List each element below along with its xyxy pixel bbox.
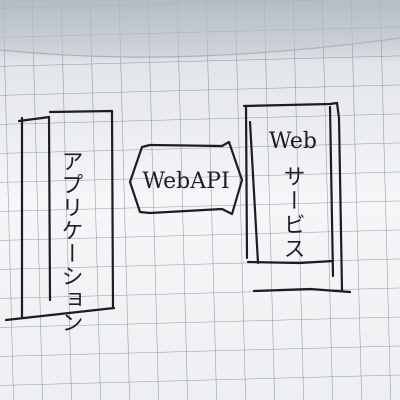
application-box-right-edge <box>48 109 115 310</box>
application-box: アプリケーション <box>4 109 116 334</box>
web-service-box-inner-left-edge <box>248 120 260 265</box>
application-box-inner-edge <box>47 115 52 302</box>
web-service-box-right-edge <box>335 101 344 292</box>
web-service-box: Web サービス <box>242 101 352 294</box>
arrow-right-head-top <box>220 140 244 182</box>
application-label: アプリケーション <box>58 150 83 334</box>
web-service-box-inner-bottom-edge <box>246 259 335 265</box>
application-box-top-edge <box>17 115 51 123</box>
web-service-label-line1: Web <box>269 129 317 154</box>
web-service-box-inner-right-edge <box>328 105 335 278</box>
arrow-left-head-bottom <box>128 180 152 215</box>
web-service-box-left-edge <box>244 104 249 260</box>
arrow-right-head-bottom <box>220 178 244 216</box>
arrow-top-shaft <box>148 143 224 148</box>
page-curl-shadow <box>0 0 400 58</box>
web-service-label-line2: サービス <box>280 165 305 261</box>
webapi-label: WebAPI <box>142 169 229 194</box>
page-edge <box>0 37 400 58</box>
application-box-bottom-edge <box>4 306 116 322</box>
webapi-connector: WebAPI <box>128 140 244 216</box>
arrow-left-head-top <box>128 143 152 184</box>
web-service-box-bottom-edge <box>252 287 352 294</box>
web-service-box-top-edge <box>242 101 339 108</box>
arrow-bottom-shaft <box>148 207 224 215</box>
